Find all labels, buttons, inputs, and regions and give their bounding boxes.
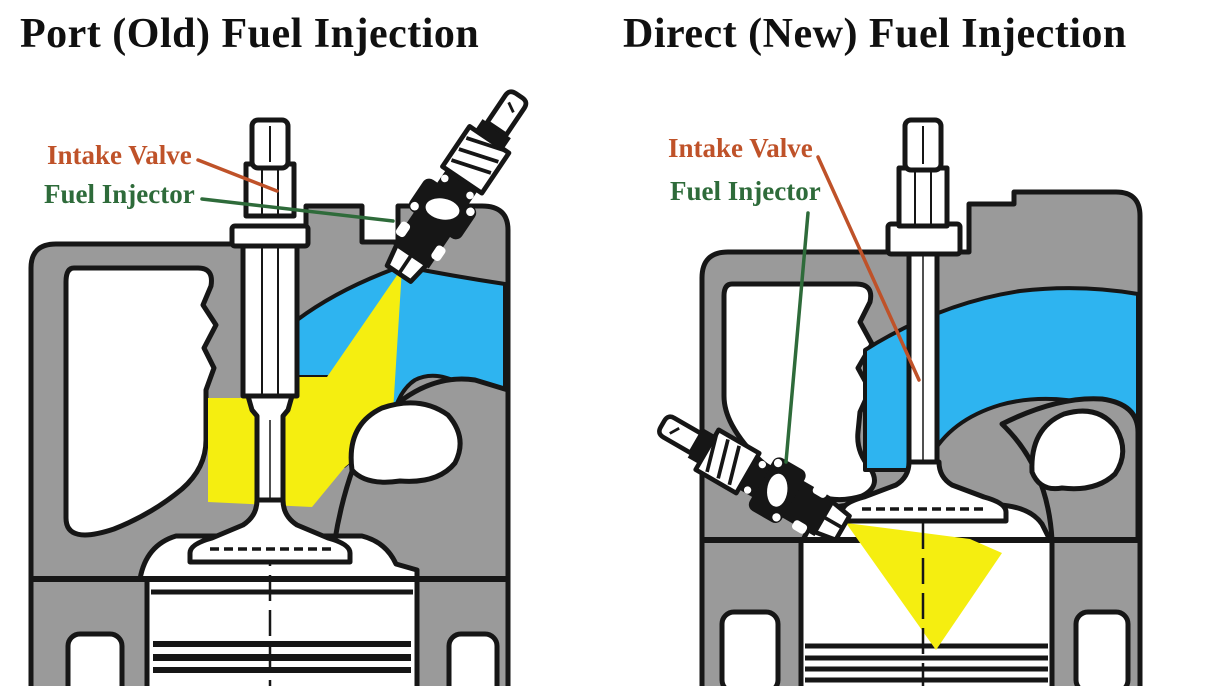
fuel-spray [846,523,1002,650]
intake-valve [187,117,353,565]
valve-collar [229,223,311,249]
valve-upper-stem [896,165,950,229]
intake-valve [839,117,1009,524]
wall-cutout-left [719,609,781,686]
fuel-injector-label: Fuel Injector [670,176,821,206]
fuel-injector-leader-line [784,211,810,464]
port-injection-panel: Port (Old) Fuel Injection [20,11,545,686]
fuel-injector-label: Fuel Injector [44,179,195,209]
right-panel-title: Direct (New) Fuel Injection [623,11,1127,57]
valve-guide [240,241,300,399]
coolant-jacket [1029,408,1126,492]
valve-head [187,497,353,565]
left-panel-title: Port (Old) Fuel Injection [20,11,479,57]
coolant-jacket [348,400,463,485]
intake-port-cutout [63,265,219,538]
piston-rings [805,655,1048,683]
intake-valve-label: Intake Valve [47,140,192,170]
intake-valve-label: Intake Valve [668,133,813,163]
intake-valve-leader-line [816,155,921,382]
direct-injection-panel: Direct (New) Fuel Injection [623,11,1143,686]
wall-cutout-right [446,631,500,686]
intake-valve-leader-line [196,158,279,193]
valve-head [839,459,1009,524]
fuel-injector-leader-line [200,197,395,223]
wall-cutout-right [1073,609,1131,686]
piston-rings [153,641,411,673]
wall-cutout-left [65,631,125,686]
